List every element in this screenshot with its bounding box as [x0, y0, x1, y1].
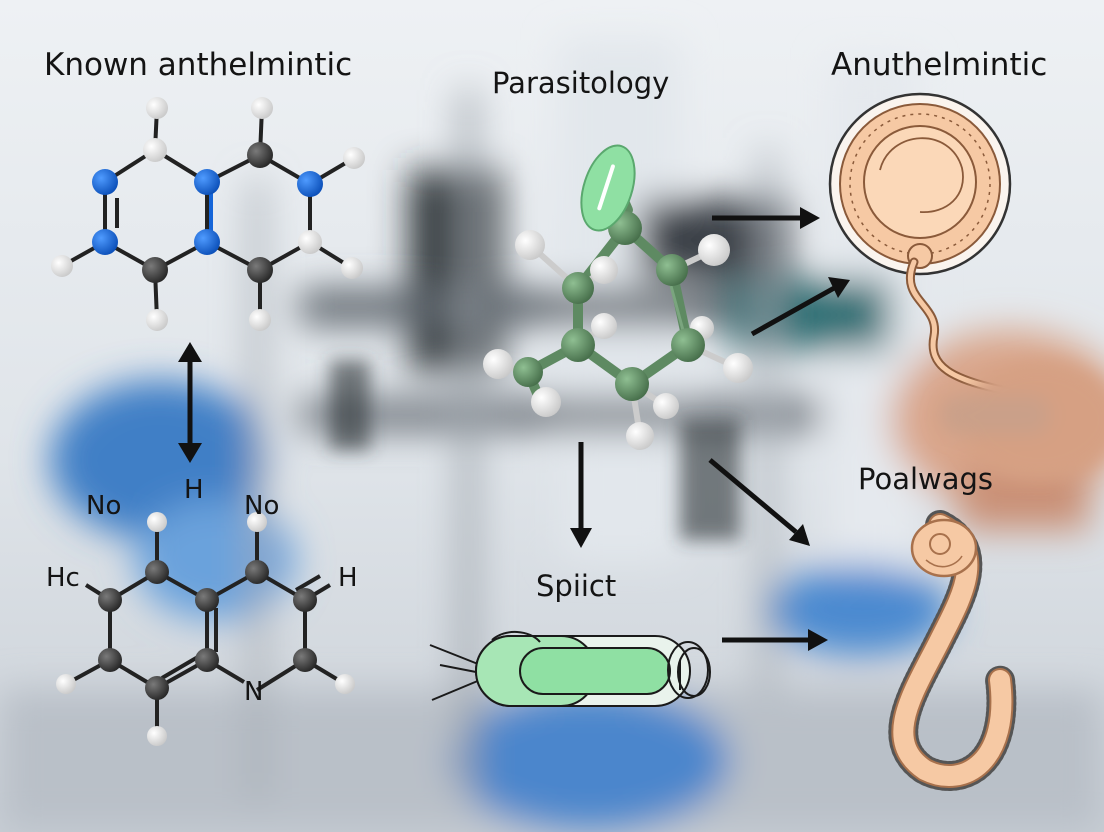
atom-label-n-ring: N [244, 677, 263, 707]
spiny-worm [888, 510, 1017, 791]
arrow-right-icon [708, 458, 810, 546]
arrow-right-icon [712, 207, 820, 229]
arrow-down-icon [570, 442, 592, 548]
atom-label-h-right: H [338, 563, 358, 593]
arrow-right-icon [722, 629, 828, 651]
atom-label-n-right: No [244, 491, 279, 521]
hand-background [940, 360, 1104, 480]
label-poalwags: Poalwags [858, 462, 993, 496]
label-spiict: Spiict [536, 569, 616, 603]
atom-label-n-left: No [86, 491, 121, 521]
coiled-parasite [828, 92, 1017, 397]
label-known-anthelmintic: Known anthelmintic [44, 47, 352, 83]
molecule-bottom-left [56, 512, 355, 746]
capsule-organism [429, 631, 711, 707]
atom-label-h-center: H [184, 475, 204, 505]
arrow-right-icon [750, 277, 850, 337]
atom-label-h-left: Hc [46, 563, 80, 593]
double-arrow-icon [178, 342, 202, 463]
molecule-known-anthelmintic [51, 97, 365, 331]
green-pill-icon [580, 144, 636, 232]
label-anuthelmintic: Anuthelmintic [831, 47, 1047, 83]
label-parasitology: Parasitology [492, 66, 669, 100]
molecule-parasitology [483, 144, 753, 450]
